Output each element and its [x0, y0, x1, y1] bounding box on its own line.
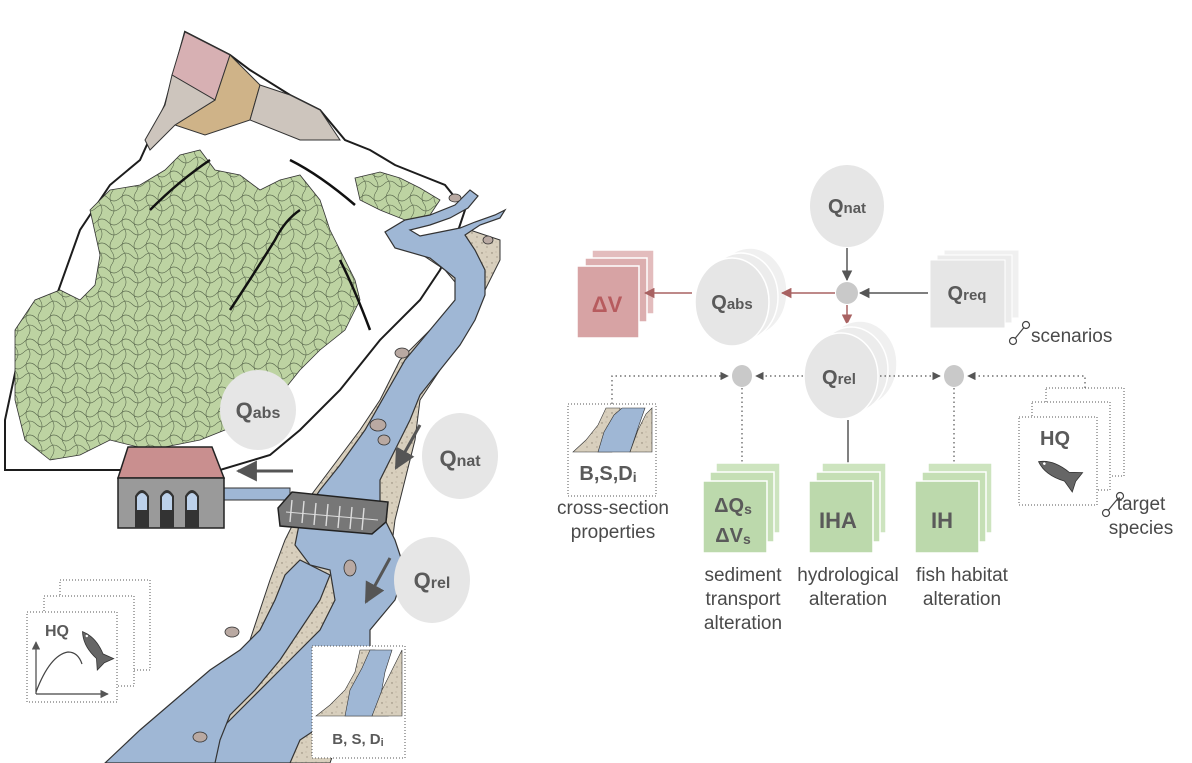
slope-line-2: [228, 208, 301, 311]
inflow-arrow: [394, 424, 422, 470]
ih-label: IH: [931, 508, 953, 533]
q-rel-label: Qrel: [414, 568, 451, 593]
habitat-junction: [944, 365, 964, 387]
delta-vs-label: ΔVs: [715, 525, 751, 547]
scenarios-label: scenarios: [1031, 326, 1112, 347]
hq-label-right: HQ: [1040, 428, 1070, 450]
q-rel-node-label: Qrel: [822, 367, 856, 389]
q-rel-bubble: [394, 537, 470, 623]
delta-v-stack: [576, 249, 655, 339]
q-req-label: Qreq: [948, 283, 987, 305]
slope-line-1: [149, 158, 211, 211]
iha-stack: [808, 462, 887, 554]
q-rel-stack: [803, 320, 898, 420]
fish-icon: [82, 631, 115, 672]
hq-label-left: HQ: [45, 623, 69, 640]
q-abs-bubble: [220, 370, 296, 450]
peak-gray-right: [249, 84, 341, 141]
hq-to-habitat-junction: [967, 371, 1086, 388]
iha-caption: hydrological alteration: [797, 565, 899, 610]
q-abs-stack: [694, 247, 788, 347]
target-species-caption: target species: [1108, 494, 1174, 539]
q-abs-label: Qabs: [236, 398, 281, 423]
sediment-caption: sediment transport alteration: [703, 565, 783, 634]
q-nat-node-label: Qnat: [828, 196, 866, 218]
q-abs-node-label: Qabs: [711, 292, 752, 314]
slope-line-4: [338, 259, 372, 331]
q-nat-label: Qnat: [439, 446, 481, 471]
bsd-card-right: [567, 403, 657, 497]
river-water-lower: [104, 559, 331, 763]
slope-line-3: [289, 158, 356, 206]
iha-label: IHA: [819, 508, 857, 533]
bsd-card-left: [311, 645, 406, 759]
weir: [277, 491, 389, 535]
split-junction: [836, 282, 858, 304]
powerhouse: [116, 446, 226, 529]
fish-icon: [1037, 460, 1084, 493]
q-nat-node: [810, 165, 884, 247]
hq-card-stack-left: [26, 579, 151, 703]
bsd-to-sediment-junction: [611, 371, 729, 404]
flow-diagram: Qnat Qreq scenarios Qabs Δ: [567, 165, 1125, 554]
species-slider-start: [1101, 508, 1111, 518]
q-nat-bubble: [422, 413, 498, 499]
q-req-stack: [929, 249, 1020, 329]
release-arrow: [364, 557, 392, 604]
ih-stack: [914, 462, 993, 554]
bsd-label-left: B, S, Di: [332, 731, 383, 749]
bsd-label-right: B,S,Di: [579, 463, 636, 485]
headrace-pipe: [221, 487, 291, 501]
river-water: [199, 189, 507, 763]
landscape-illustration: Qabs Qnat Qrel HQ: [4, 30, 507, 763]
scenarios-slider-end: [1021, 320, 1031, 330]
sediment-stack: [702, 462, 781, 554]
scenarios-slider-start: [1008, 336, 1018, 346]
forest-small: [354, 171, 441, 221]
delta-v-label: ΔV: [592, 292, 623, 317]
sediment-junction: [732, 365, 752, 387]
hq-card-stack-right: [1018, 387, 1125, 506]
species-slider-end: [1115, 491, 1125, 501]
peak-gray-left: [144, 74, 216, 151]
ih-caption: fish habitat alteration: [916, 565, 1008, 610]
cross-section-caption: cross-section properties: [557, 498, 669, 543]
boulders: [192, 193, 494, 743]
delta-qs-label: ΔQs: [714, 495, 752, 517]
